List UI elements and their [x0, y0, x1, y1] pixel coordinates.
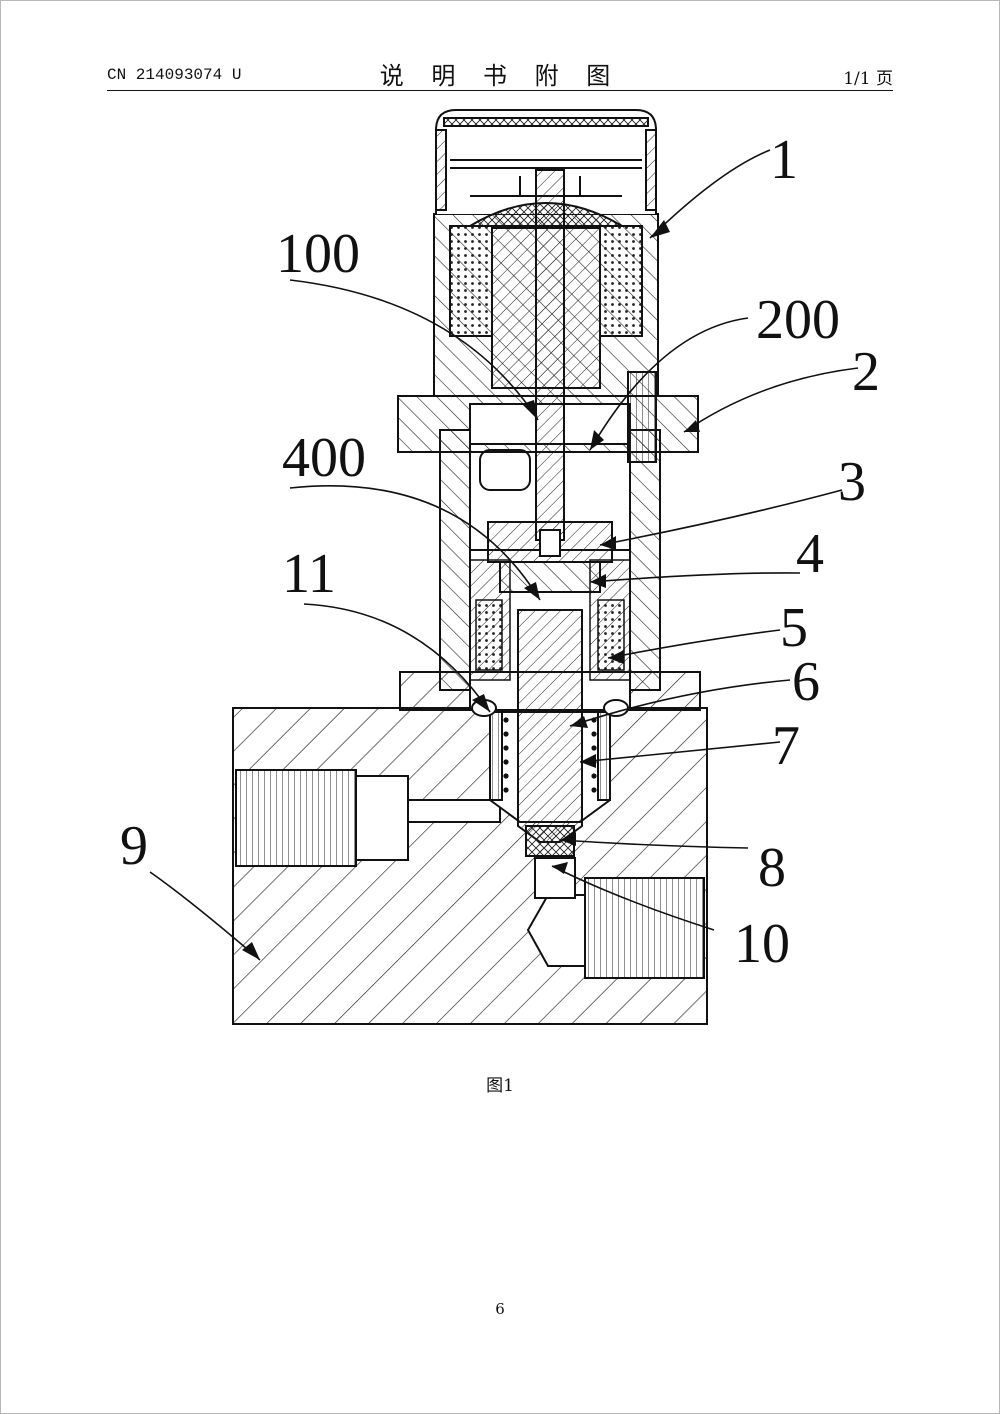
page-number: 6: [495, 1300, 505, 1318]
callout-200: 200: [756, 289, 840, 351]
leader-lines: [149, 149, 859, 961]
header-rule: [107, 90, 893, 91]
callout-2: 2: [852, 341, 880, 403]
callout-6: 6: [792, 651, 820, 713]
callout-9: 9: [120, 815, 148, 877]
patent-number: CN 214093074 U: [107, 66, 242, 84]
figure-caption: 图1: [486, 1076, 514, 1096]
push-rod: [535, 169, 565, 557]
page-count: 1/1 页: [843, 69, 893, 89]
callout-11: 11: [282, 543, 336, 605]
callout-5: 5: [780, 597, 808, 659]
callout-8: 8: [758, 837, 786, 899]
valve-body: [232, 707, 708, 1025]
callout-4: 4: [796, 523, 824, 585]
callout-1: 1: [770, 129, 798, 191]
callout-100: 100: [276, 223, 360, 285]
document-title: 说 明 书 附 图: [379, 62, 621, 90]
callout-400: 400: [282, 427, 366, 489]
callout-3: 3: [838, 451, 866, 513]
callout-7: 7: [772, 715, 800, 777]
leader-arrowheads: [242, 220, 700, 960]
callout-10: 10: [734, 913, 790, 975]
